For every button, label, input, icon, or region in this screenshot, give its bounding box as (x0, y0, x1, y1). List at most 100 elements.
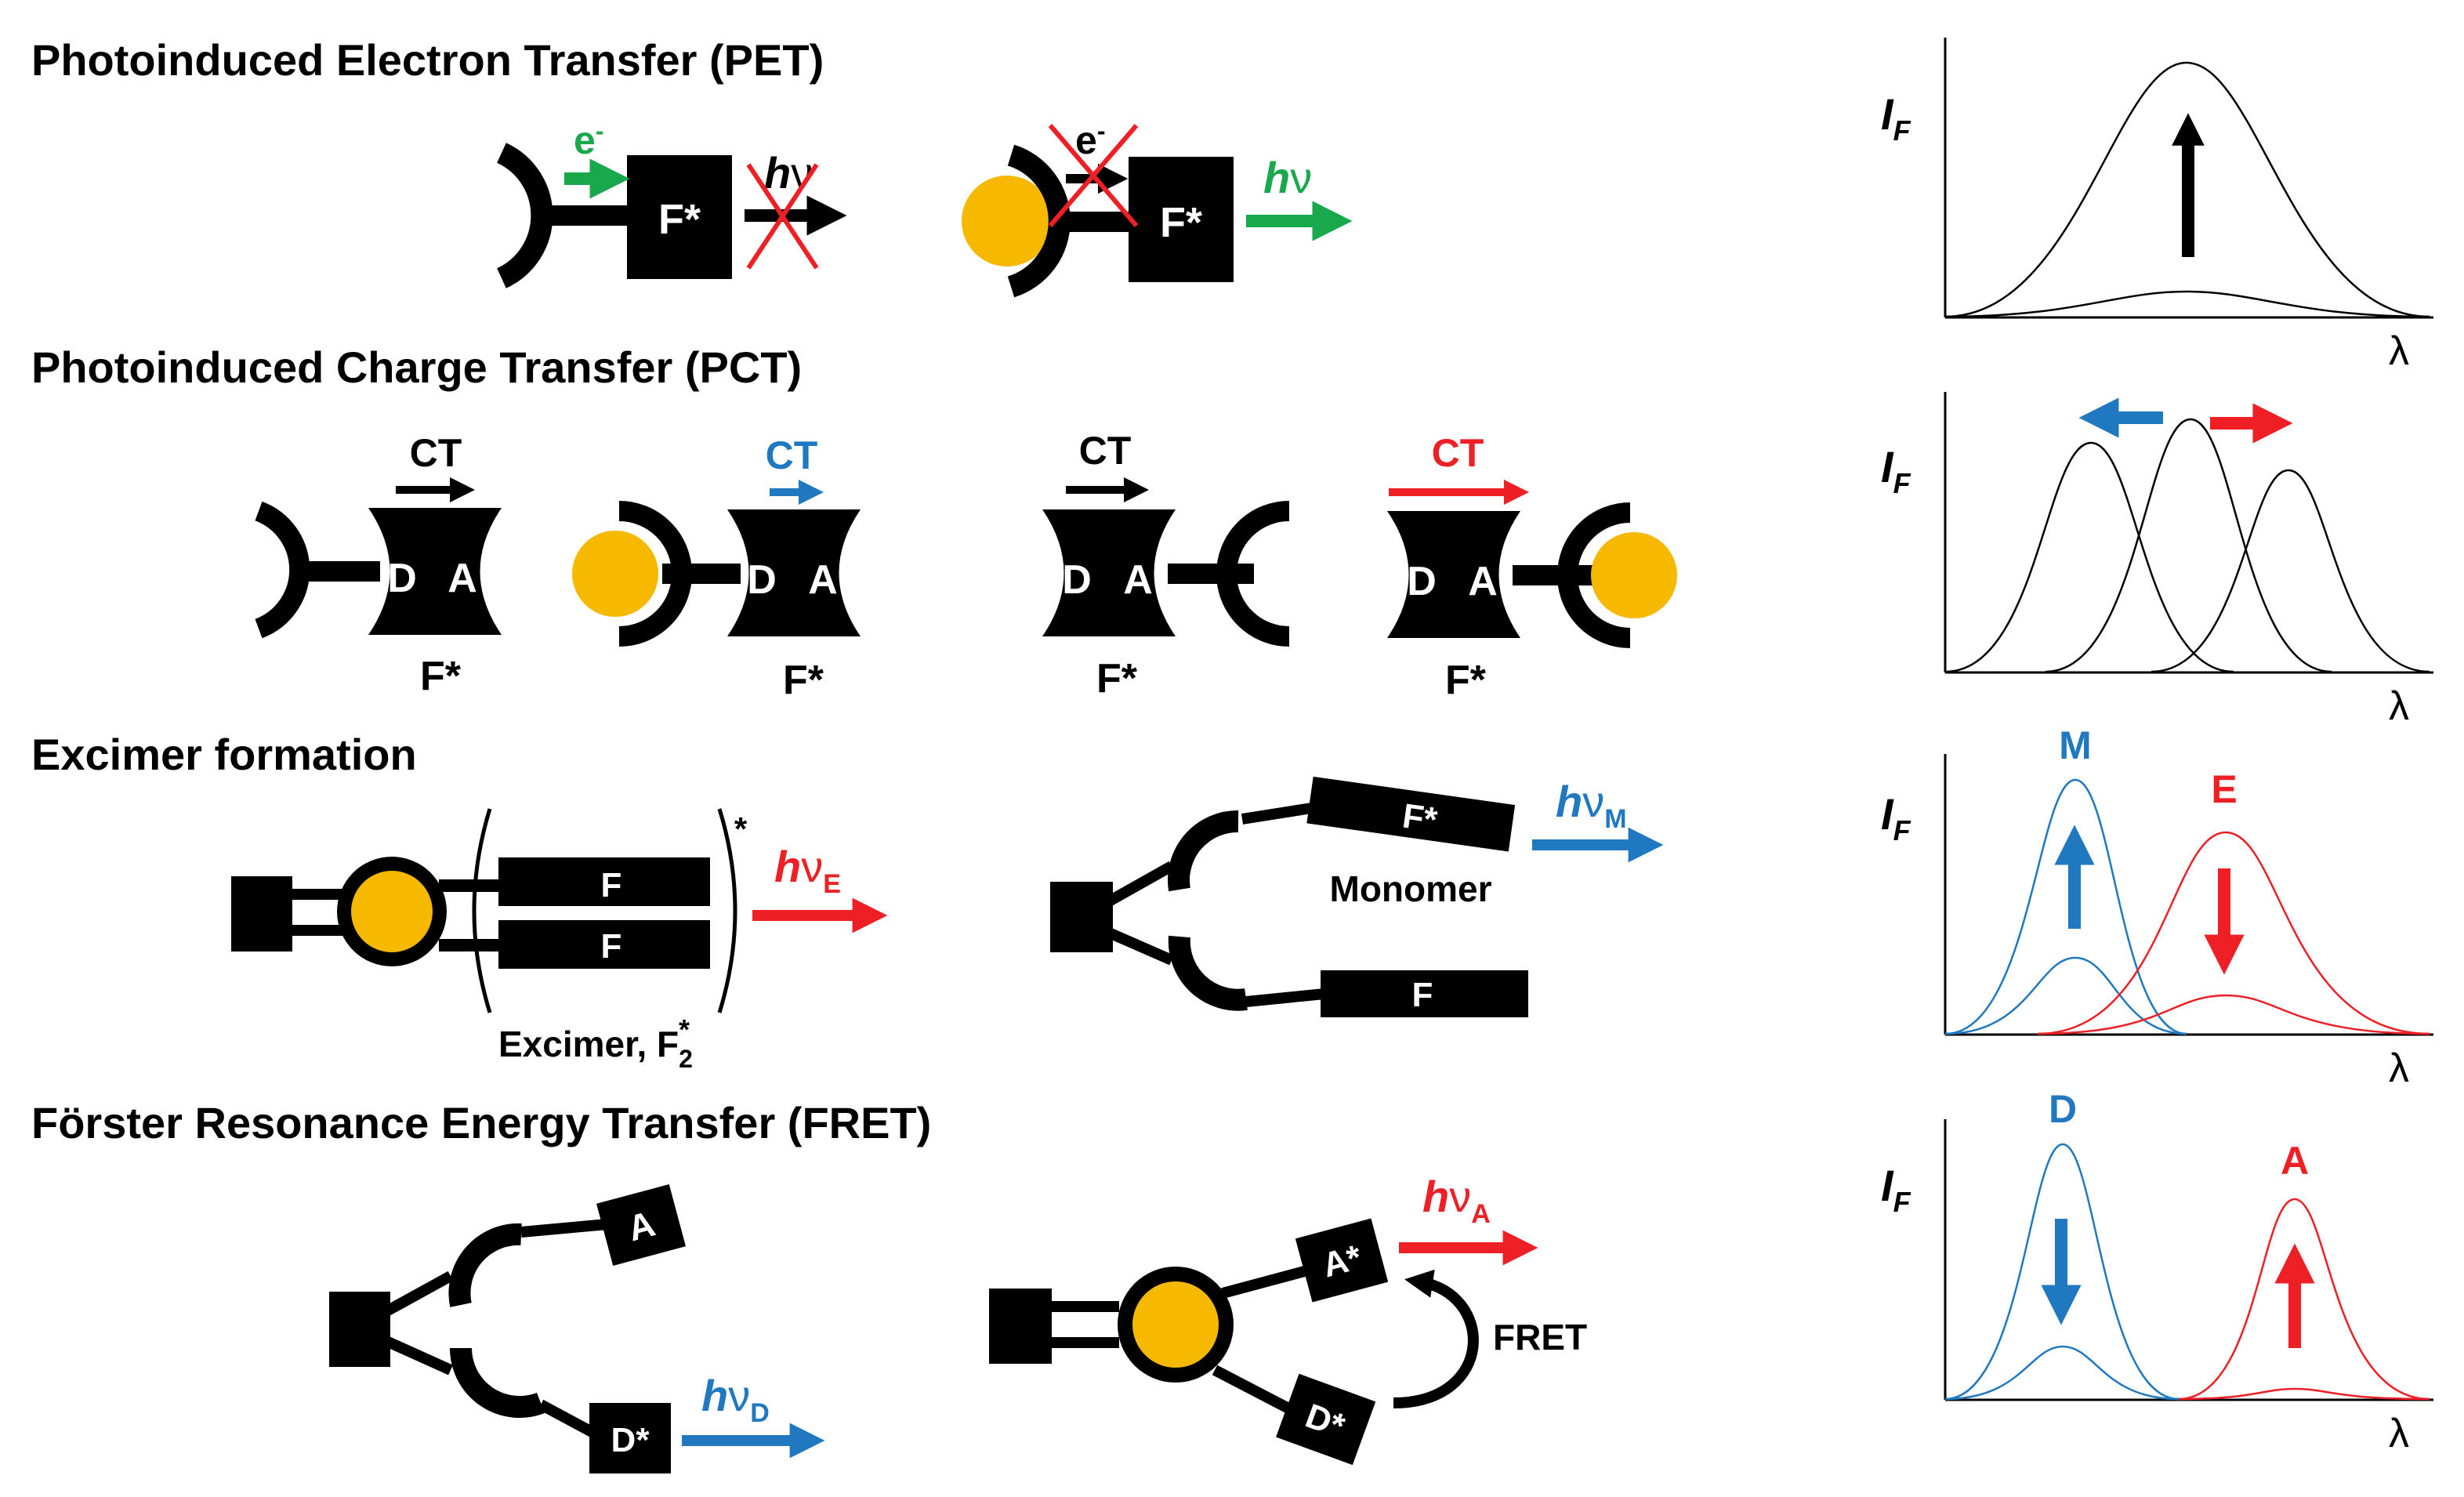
excimer-peak-label: E (2211, 767, 2237, 811)
spectrum-panel-pet: IF λ (1881, 38, 2433, 374)
fluorophore-label: F (1412, 976, 1433, 1014)
linker (302, 561, 380, 582)
spectrum-panel-excimer: IF λ M E (1881, 723, 2433, 1091)
donor-curve-high (1944, 1143, 2180, 1401)
linker (1106, 861, 1175, 907)
fluorophore-bar-bottom (498, 920, 710, 969)
spectrum-curve-high (1944, 61, 2430, 318)
electron-label: e- (574, 117, 603, 162)
linker (1513, 565, 1599, 585)
anchor-block (989, 1289, 1052, 1364)
y-axis-label: IF (1881, 789, 1911, 846)
receptor-cup (255, 501, 310, 639)
donor-acceptor-unit (1387, 511, 1520, 638)
linker (385, 1270, 454, 1316)
pct-unit-bound-donor: D A CT F* (572, 433, 861, 703)
fluor-label: F* (783, 658, 824, 703)
fluorophore-label: F* (1400, 797, 1440, 840)
linker (1212, 1365, 1296, 1416)
spectrum-curve-low (1944, 290, 2430, 318)
pct-unit-bound-acceptor: D A CT F* (1387, 431, 1677, 703)
analyte (1132, 1281, 1219, 1368)
fluorophore-label: F* (1160, 199, 1202, 246)
fret-bound-sensor: A* D* FRET hνA (989, 1172, 1587, 1466)
excimer-curve-low (2037, 994, 2430, 1035)
fluor-label: F* (1096, 656, 1138, 701)
donor-label: D (747, 557, 777, 603)
receptor-cup-upper (448, 1223, 522, 1307)
monomer-peak-label: M (2059, 723, 2092, 767)
hv-label: hν (764, 148, 813, 198)
receptor-cup (1007, 144, 1071, 298)
pct-unit-free-acceptor: D A CT F* (1042, 429, 1290, 701)
spectrum-curve-blue-shift (1944, 441, 2234, 673)
excimer-title: Excimer formation (31, 730, 417, 779)
donor-label: D (387, 556, 417, 601)
receptor-cup-upper (1168, 810, 1239, 892)
spectrum-panel-pct: IF λ (1881, 392, 2433, 729)
pet-bound-sensor: F* e- hν (962, 117, 1353, 298)
spectrum-panel-fret: IF λ D A (1881, 1087, 2433, 1456)
fluorophore-bar-top (498, 857, 710, 906)
monomer-curve-high (1944, 778, 2187, 1035)
excimer-free-sensor: F* F Monomer hνM (1050, 776, 1664, 1017)
ct-label: CT (766, 433, 818, 477)
bracket-right (717, 808, 737, 1013)
x-axis-label: λ (2389, 328, 2409, 374)
linker (290, 889, 345, 900)
y-axis-label: IF (1881, 1161, 1911, 1218)
hv-label: hνD (701, 1371, 770, 1428)
linker (1107, 927, 1174, 966)
linker (1049, 1301, 1119, 1312)
donor-peak-label: D (2049, 1087, 2077, 1131)
donor-box: D* (1276, 1373, 1376, 1466)
receptor-cup-lower (1168, 935, 1248, 1011)
receptor-cup-lower (450, 1347, 545, 1419)
excited-star: * (734, 810, 748, 847)
fluorophore-box (627, 155, 732, 279)
spectrum-curve-red-shift (2151, 469, 2430, 673)
acceptor-box: A* (1295, 1218, 1389, 1303)
acceptor-label: A (1123, 557, 1153, 603)
analyte (962, 176, 1053, 266)
x-axis-label: λ (2389, 683, 2409, 729)
electron-label: e- (1075, 117, 1105, 162)
acceptor-label: A (448, 556, 477, 601)
donor-box (589, 1403, 671, 1473)
linker (439, 939, 505, 951)
anchor-block (231, 876, 292, 951)
linker (1221, 1264, 1312, 1299)
analyte (1591, 532, 1677, 618)
anchor-block (329, 1292, 390, 1367)
fluorophore-label: F* (658, 196, 701, 243)
linker (386, 1336, 453, 1376)
hv-label: hνA (1422, 1172, 1491, 1229)
pet-title: Photoinduced Electron Transfer (PET) (31, 35, 824, 85)
analyte (572, 531, 658, 617)
fluorophore-label: F (601, 927, 622, 966)
donor-acceptor-unit (727, 509, 861, 636)
fret-title: Förster Resonance Energy Transfer (FRET) (31, 1098, 931, 1147)
donor-acceptor-unit (368, 508, 502, 635)
monomer-label: Monomer (1330, 868, 1492, 909)
linker (439, 879, 505, 892)
acceptor-peak-label: A (2281, 1139, 2309, 1183)
fret-label: FRET (1493, 1317, 1587, 1357)
fluorophore-box (1129, 157, 1234, 282)
monomer-curve-low (1944, 956, 2187, 1035)
electron-block-cross (1048, 124, 1139, 227)
hv-label: hν (1263, 153, 1312, 202)
ct-label: CT (410, 431, 462, 475)
y-axis-label: IF (1881, 442, 1911, 499)
linker (1049, 1337, 1119, 1348)
donor-label: D (1062, 557, 1092, 603)
linker (662, 564, 741, 584)
pct-title: Photoinduced Charge Transfer (PCT) (31, 343, 802, 392)
excimer-label: Excimer, F2* (498, 1013, 693, 1073)
analyte (351, 871, 433, 952)
fluorophore-bar (1321, 970, 1528, 1017)
acceptor-curve-low (2178, 1387, 2430, 1401)
spectrum-curve-center (2045, 418, 2332, 673)
acceptor-label: A (808, 557, 838, 603)
